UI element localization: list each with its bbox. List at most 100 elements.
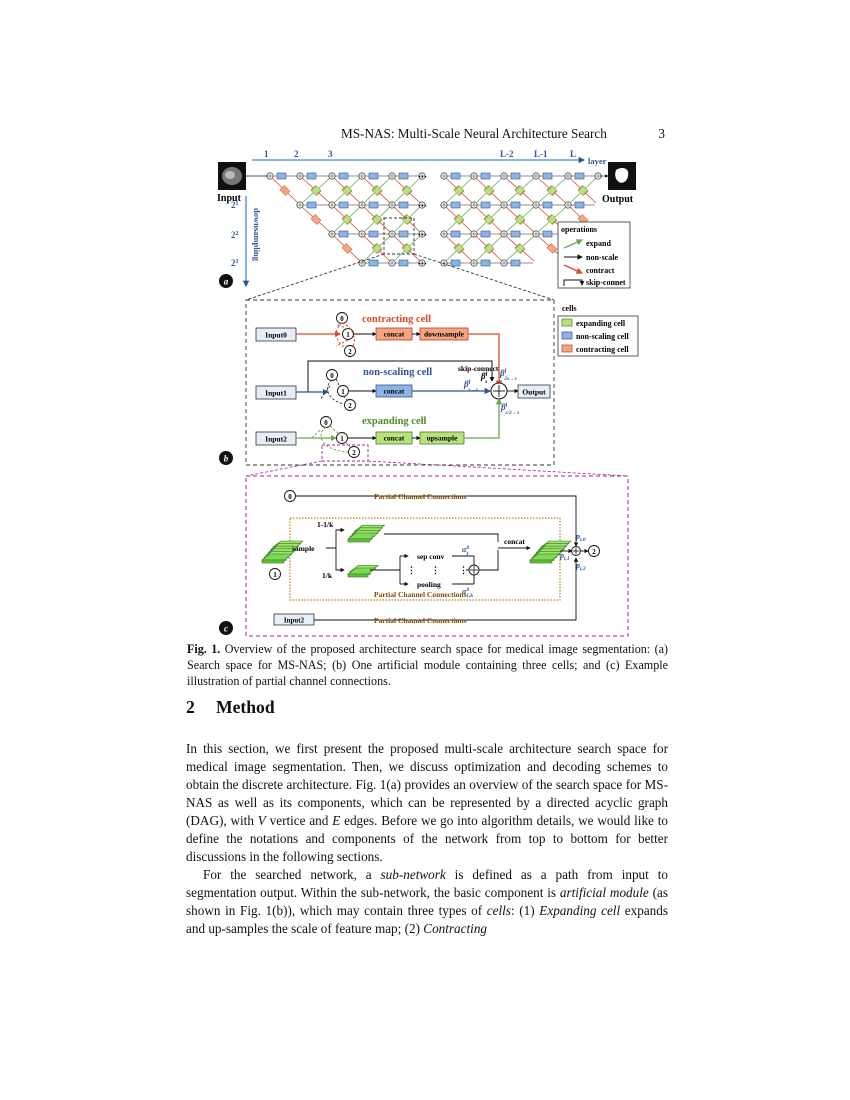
feature-map-face [261,559,285,564]
input-label: Input [217,193,242,204]
svg-text:⋯: ⋯ [418,229,427,239]
non-scaling-cell [450,230,461,238]
expanding-cell [342,214,352,225]
legend-expand-arrow [563,239,583,249]
non-scaling-cell [276,172,287,180]
expanding-cell [342,185,352,196]
non-scaling-cell [306,172,317,180]
svg-text:1: 1 [340,435,344,443]
non-scaling-cell [542,172,553,180]
non-scaling-cell [574,201,585,209]
non-scaling-cell [480,230,491,238]
expanding-cell [454,185,464,196]
expanding-cell [515,185,525,196]
non-scaling-cell [510,201,521,209]
non-scaling-cell [306,201,317,209]
output-label: Output [602,194,634,205]
p-top: pi,0 [575,532,586,543]
non-scaling-concat-label: concat [384,387,405,396]
non-scaling-cell [338,172,349,180]
svg-text:⋮: ⋮ [407,565,416,575]
legend-operations-title: operations [561,225,597,234]
non-scaling-cell [398,259,409,267]
panel-a-badge [219,274,233,288]
zoom-box-b [321,444,369,462]
non-scaling-cell-title: non-scaling cell [363,367,432,378]
contracting-cell [279,185,291,196]
svg-text:⋮: ⋮ [431,565,440,575]
panel-a-label: a [224,277,229,287]
expanding-concat-label: concat [384,434,405,443]
svg-text:⋯: ⋯ [418,200,427,210]
feature-stack-output [529,540,572,564]
expanding-cell [402,243,412,254]
expanding-cell [578,185,588,196]
expanding-cell [484,243,494,254]
non-scaling-cell [574,172,585,180]
feature-stack-input [261,540,304,564]
non-scaling-cell [480,201,491,209]
scale-label-1: 21 [231,200,239,210]
non-scaling-cell [338,201,349,209]
sep-conv-label: sep conv [417,552,445,561]
partial-connections-mid: Partial Channel Connections [374,590,467,599]
expanding-node-1 [336,432,348,444]
non-scaling-cell [480,259,491,267]
concat-label-c: concat [504,537,525,546]
layer-number-l-2: L-2 [500,149,514,159]
expanding-cell-title: expanding cell [362,416,427,427]
section-title: Method [216,697,275,717]
expanding-cell [402,214,412,225]
panel-b-label: b [224,454,229,464]
paragraph-1: In this section, we first present the pr… [186,741,668,864]
contracting-node-2 [344,345,356,357]
non-scaling-cell [480,172,491,180]
feature-map-face [529,559,553,564]
svg-text:2: 2 [348,348,352,356]
legend-cells-title: cells [562,304,577,313]
panel-c: 0 Partial Channel Connections 1 sample 1… [219,475,629,637]
figure-1: 1 2 3 L-2 L-1 L layer Input Output 21 22… [212,146,640,642]
legend-contract-arrow [563,264,583,274]
input2-label-c: Input2 [284,617,305,625]
non-scaling-cell [368,230,379,238]
svg-text:1: 1 [273,571,277,579]
search-space-lattice: ⋯⋯⋯⋯ [246,171,609,268]
panel-c-label: c [224,624,228,634]
paragraph-2: For the searched network, a sub-network … [186,867,668,936]
expanding-cell [515,243,525,254]
layer-number-2: 2 [294,149,299,159]
expanding-cell [402,185,412,196]
non-scaling-node-2 [344,399,356,411]
node-0-c [284,490,296,502]
panel-b-frame [245,299,555,466]
expanding-node-2 [348,446,360,458]
body-text: In this section, we first present the pr… [186,740,668,938]
svg-text:2: 2 [352,449,356,457]
skip-connect-label: skip-connect [458,364,499,373]
layer-number-l: L [570,149,576,159]
svg-text:0: 0 [330,372,334,380]
non-scaling-cell [450,201,461,209]
scale-label-3: 23 [231,258,239,268]
svg-text:2: 2 [592,548,596,556]
sample-label: sample [292,544,315,553]
layer-label: layer [588,156,607,166]
legend-contracting-cell: contracting cell [576,345,629,354]
layer-number-3: 3 [328,149,333,159]
legend-expanding-swatch [561,318,573,327]
non-scaling-cell [542,230,553,238]
frac-top: 1-1/k [317,520,334,529]
legend-cells: cells expanding cell non-scaling cell co… [557,304,639,357]
expanding-cell [515,214,525,225]
svg-text:⋯: ⋯ [418,258,427,268]
figure-1-svg: 1 2 3 L-2 L-1 L layer Input Output 21 22… [217,149,639,637]
section-number: 2 [186,697,195,717]
legend-contracting-swatch [561,344,573,353]
layer-number-1: 1 [264,149,269,159]
svg-text:1: 1 [346,331,350,339]
output-box [517,384,551,399]
